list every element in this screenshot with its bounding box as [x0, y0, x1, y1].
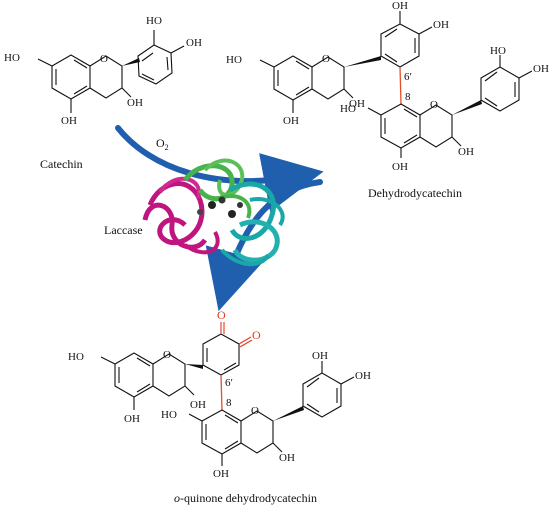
- quinone-label: o-quinone dehydrodycatechin: [174, 491, 317, 505]
- laccase-label: Laccase: [104, 223, 143, 237]
- laccase-protein: [142, 158, 285, 267]
- quinone-oxygen-2: O: [252, 328, 261, 342]
- catechin-oh-4p: OH: [186, 37, 202, 49]
- dimer-oh-4p: OH: [433, 19, 449, 31]
- dimer-position-8: 8: [405, 91, 411, 103]
- dimer-oh-5: OH: [283, 115, 299, 127]
- dimer-oh-3p: OH: [392, 0, 408, 12]
- catechin-oh-3p: HO: [146, 15, 162, 27]
- quinone-oh-3-lower: OH: [279, 452, 295, 464]
- dimer-ho-3p-lower: HO: [490, 45, 506, 57]
- dimer-ho-7: HO: [226, 54, 242, 66]
- quinone-ring-o-upper: O: [163, 349, 171, 361]
- catechin-oh-5: OH: [61, 115, 77, 127]
- dimer-ring-o-upper: O: [322, 53, 330, 65]
- dimer-position-6p: 6′: [404, 71, 412, 83]
- quinone-ho-7-lower: HO: [161, 409, 177, 421]
- quinone-ho-7: HO: [68, 351, 84, 363]
- catechin-oh-3: OH: [127, 97, 143, 109]
- dehydrodycatechin-label: Dehydrodycatechin: [368, 186, 462, 200]
- dimer-oh-3-lower: OH: [458, 146, 474, 158]
- dimer-oh-3: OH: [349, 98, 365, 110]
- quinone-oxygen-1: O: [217, 308, 226, 322]
- oxygen-label: O2: [156, 136, 169, 152]
- quinone-oh-5: OH: [124, 413, 140, 425]
- quinone-position-6p: 6′: [225, 377, 233, 389]
- dimer-oh-4p-lower: OH: [533, 63, 549, 75]
- catechin-ho-7: HO: [4, 52, 20, 64]
- quinone-arrow: [205, 179, 323, 312]
- quinone-oh-4p-lower: OH: [355, 370, 371, 382]
- quinone-position-8: 8: [226, 397, 232, 409]
- quinone-oh-3: OH: [190, 399, 206, 411]
- catechin-structure: [37, 30, 185, 113]
- quinone-oh-3p-lower: OH: [312, 350, 328, 362]
- quinone-dimer-structure: [100, 322, 355, 466]
- dehydrodycatechin-structure: [259, 11, 533, 158]
- dimer-ho-7-lower: HO: [340, 103, 356, 115]
- quinone-ring-o-lower: O: [251, 405, 259, 417]
- catechin-ring-o: O: [100, 53, 108, 65]
- oxidation-arrow: [115, 125, 324, 213]
- catechin-label: Catechin: [40, 157, 83, 171]
- quinone-oh-5-lower: OH: [213, 468, 229, 480]
- dimer-oh-5-lower: OH: [392, 161, 408, 173]
- dimer-ring-o-lower: O: [430, 99, 438, 111]
